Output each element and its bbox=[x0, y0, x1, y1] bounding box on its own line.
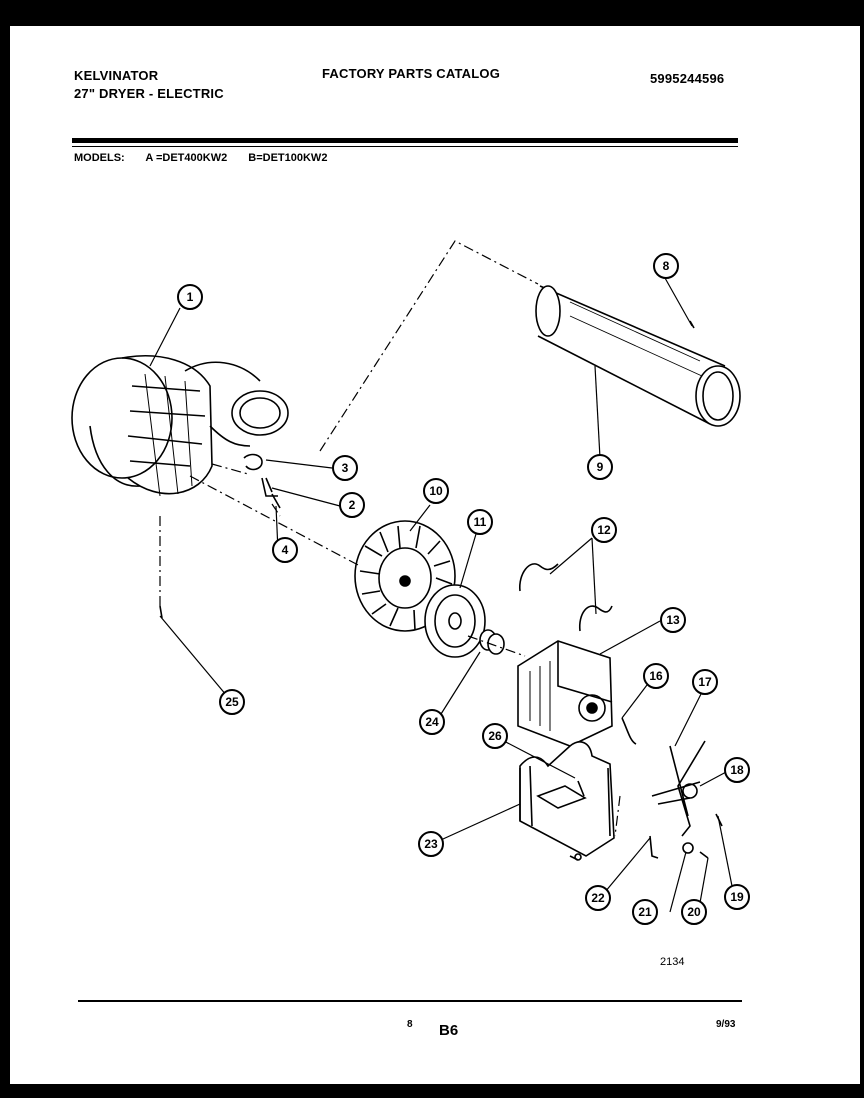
svg-text:16: 16 bbox=[649, 669, 663, 683]
svg-text:24: 24 bbox=[425, 715, 439, 729]
callout-4: 4 bbox=[272, 537, 298, 563]
callout-19: 19 bbox=[724, 884, 750, 910]
svg-text:18: 18 bbox=[730, 763, 744, 777]
callout-9: 9 bbox=[587, 454, 613, 480]
bracket-part-2 bbox=[261, 477, 278, 497]
callout-8: 8 bbox=[653, 253, 679, 279]
exploded-parts-diagram: 1 2 3 4 8 9 10 11 12 13 16 17 18 19 20 2… bbox=[71, 240, 750, 925]
callout-25: 25 bbox=[219, 689, 245, 715]
assembly-lines bbox=[159, 240, 621, 837]
screw-part-20 bbox=[699, 851, 709, 859]
svg-text:13: 13 bbox=[666, 613, 680, 627]
callout-12: 12 bbox=[591, 517, 617, 543]
svg-text:21: 21 bbox=[638, 905, 652, 919]
model-a: A =DET400KW2 bbox=[145, 152, 228, 164]
models-line: MODELS: A =DET400KW2 B=DET100KW2 bbox=[74, 152, 345, 164]
screw-part-8 bbox=[689, 320, 695, 329]
svg-text:1: 1 bbox=[187, 290, 194, 304]
screw-part-25 bbox=[159, 605, 163, 619]
model-b: B=DET100KW2 bbox=[248, 152, 328, 164]
product-description: 27" DRYER - ELECTRIC bbox=[74, 86, 224, 101]
svg-text:4: 4 bbox=[282, 543, 289, 557]
mounting-strap-upper bbox=[519, 563, 559, 592]
svg-text:11: 11 bbox=[474, 515, 487, 529]
drive-motor bbox=[517, 640, 613, 747]
screw-part-26 bbox=[577, 780, 585, 797]
svg-text:8: 8 bbox=[663, 259, 670, 273]
catalog-title: FACTORY PARTS CATALOG bbox=[322, 66, 501, 81]
callout-22: 22 bbox=[585, 885, 611, 911]
callout-13: 13 bbox=[660, 607, 686, 633]
svg-text:22: 22 bbox=[591, 891, 605, 905]
models-label: MODELS: bbox=[74, 152, 125, 164]
callout-1: 1 bbox=[177, 284, 203, 310]
spring-part-16 bbox=[621, 717, 637, 745]
brand-name: KELVINATOR bbox=[74, 68, 159, 83]
svg-text:2: 2 bbox=[349, 498, 356, 512]
callout-markers: 1 2 3 4 8 9 10 11 12 13 16 17 18 19 20 2… bbox=[177, 253, 750, 925]
blower-housing bbox=[71, 355, 289, 497]
screw-part-4 bbox=[271, 493, 281, 509]
pulley bbox=[424, 584, 486, 658]
callout-20: 20 bbox=[681, 899, 707, 925]
svg-text:9: 9 bbox=[597, 460, 604, 474]
exhaust-duct bbox=[535, 285, 741, 427]
header-rule-thin bbox=[72, 146, 738, 147]
callout-11: 11 bbox=[467, 509, 493, 535]
callout-23: 23 bbox=[418, 831, 444, 857]
svg-text:25: 25 bbox=[225, 695, 239, 709]
svg-text:3: 3 bbox=[342, 461, 349, 475]
spring-part-22 bbox=[649, 835, 659, 859]
footer-rule bbox=[78, 1000, 742, 1002]
callout-24: 24 bbox=[419, 709, 445, 735]
diagram-reference: 2134 bbox=[660, 956, 685, 968]
catalog-part-number: 5995244596 bbox=[650, 71, 725, 86]
idler-arm-part-17 bbox=[669, 740, 706, 837]
svg-text:12: 12 bbox=[597, 523, 611, 537]
svg-text:26: 26 bbox=[488, 729, 502, 743]
bearing bbox=[479, 629, 505, 655]
svg-text:17: 17 bbox=[698, 675, 712, 689]
callout-18: 18 bbox=[724, 757, 750, 783]
callout-21: 21 bbox=[632, 899, 658, 925]
page-number: 8 bbox=[407, 1019, 413, 1030]
callout-16: 16 bbox=[643, 663, 669, 689]
washer-part-21 bbox=[682, 842, 694, 854]
catalog-date: 9/93 bbox=[716, 1019, 736, 1030]
callout-17: 17 bbox=[692, 669, 718, 695]
svg-text:20: 20 bbox=[687, 905, 701, 919]
callout-3: 3 bbox=[332, 455, 358, 481]
motor-mount bbox=[519, 741, 615, 861]
svg-text:19: 19 bbox=[730, 890, 744, 904]
mounting-strap-lower bbox=[578, 605, 613, 632]
svg-text:10: 10 bbox=[429, 484, 443, 498]
callout-10: 10 bbox=[423, 478, 449, 504]
parts-catalog-page: KELVINATOR 27" DRYER - ELECTRIC FACTORY … bbox=[10, 26, 860, 1084]
callout-2: 2 bbox=[339, 492, 365, 518]
header-rule-thick bbox=[72, 138, 738, 143]
callout-26: 26 bbox=[482, 723, 508, 749]
section-code: B6 bbox=[439, 1022, 459, 1039]
clip-part-3 bbox=[243, 453, 263, 471]
idler-pulley-part-18 bbox=[682, 783, 698, 799]
svg-text:23: 23 bbox=[424, 837, 438, 851]
